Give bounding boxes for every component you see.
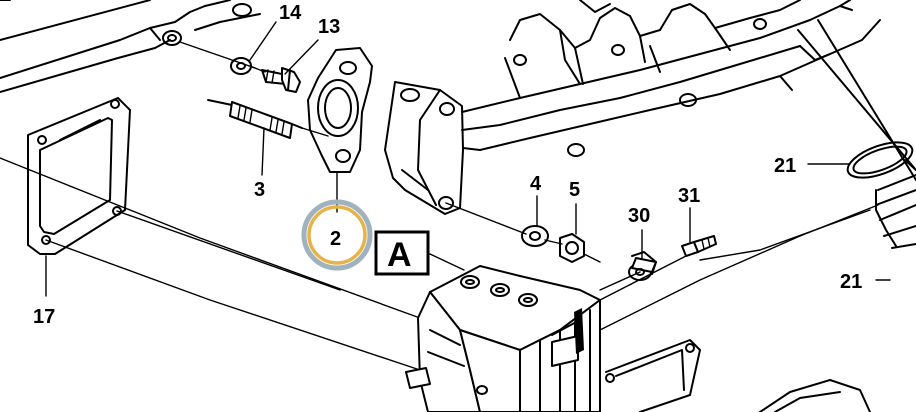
callout-17: 17 (33, 306, 55, 328)
callout-3: 3 (254, 179, 265, 201)
gasket-17 (27, 97, 131, 255)
nut-5 (559, 233, 585, 263)
callout-14: 14 (279, 2, 302, 24)
callout-leaders (45, 21, 891, 297)
turbo-flange-right (797, 19, 916, 249)
exhaust-manifold (384, 0, 881, 215)
callout-31: 31 (678, 185, 700, 207)
callout-5: 5 (569, 179, 580, 201)
callout-2: 2 (330, 228, 341, 250)
callout-numbers: 14 13 3 2 4 5 30 31 21 21 17 A (33, 2, 862, 328)
bolt-13 (261, 67, 301, 93)
lower-right-flanges (605, 339, 871, 412)
bolt-31 (681, 235, 717, 257)
highlight-ring-2 (301, 199, 373, 271)
view-label-a: A (387, 236, 412, 274)
upper-left-manifold (0, 0, 261, 93)
turbo-unit-a (405, 265, 601, 412)
callout-4: 4 (530, 173, 542, 195)
callout-30: 30 (628, 205, 650, 227)
stud-3 (207, 99, 303, 139)
washer-4 (521, 225, 549, 247)
callout-13: 13 (318, 16, 340, 38)
gasket-2 (307, 47, 373, 173)
assembly-lines (0, 41, 879, 371)
callout-21-upper: 21 (774, 155, 796, 177)
callout-21-lower: 21 (840, 271, 862, 293)
view-a-box (374, 230, 430, 276)
